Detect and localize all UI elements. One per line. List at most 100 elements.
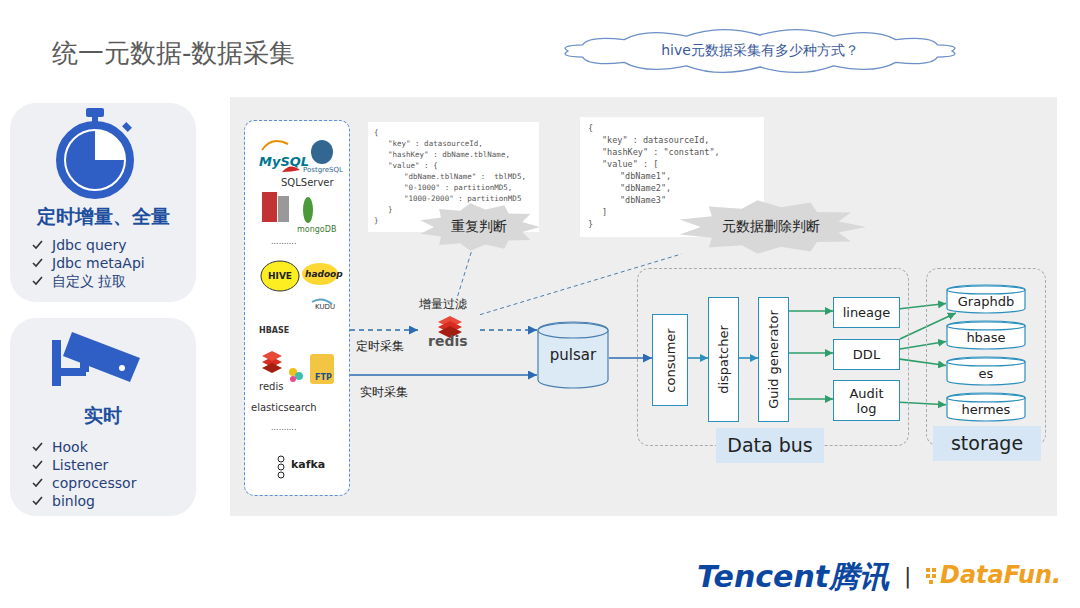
node-text: "hashKey" : "constant",	[602, 147, 720, 157]
node-text: 自定义 拉取	[52, 273, 126, 291]
process-box: Guid generator	[758, 297, 789, 422]
node-text: "0-1000" : partitionMD5,	[404, 183, 512, 192]
process-box: consumer	[652, 314, 688, 406]
node-text: Graphdb	[958, 290, 1014, 309]
node-text: 重复判断	[451, 218, 507, 236]
node-text: ..........	[271, 237, 296, 246]
page-title: 统一元数据-数据采集	[52, 36, 295, 71]
method-panel: 定时增量、全量Jdbc queryJdbc metaApi自定义 拉取	[10, 103, 196, 302]
node-text: lineage	[843, 305, 891, 320]
node-text: HIVE	[268, 271, 292, 281]
storage-cylinder: Graphdb	[946, 285, 1026, 313]
node-text: "1000-2000" : partitionMD5	[404, 194, 521, 203]
connector	[789, 352, 833, 354]
node-text: "key" : datasourceId,	[388, 139, 483, 148]
node-text: "dbName3"	[620, 195, 666, 205]
node-text: es	[979, 362, 994, 381]
burst-outline	[421, 203, 541, 251]
node-text: PostgreSQL	[303, 166, 343, 174]
node-text: mongoDB	[297, 225, 336, 234]
node-text: hive元数据采集有多少种方式？	[661, 42, 859, 60]
source-ground	[245, 121, 349, 495]
cylinder-body	[538, 322, 608, 388]
connector	[480, 254, 681, 315]
footer-logo-text: |	[904, 563, 911, 588]
node-text: Hook	[52, 439, 88, 455]
cylinder-body	[947, 393, 1025, 421]
cylinder-body	[947, 321, 1025, 349]
node-text: FTP	[315, 373, 332, 382]
connector	[350, 374, 537, 376]
edge-label: 实时采集	[360, 384, 408, 401]
stopwatch-icon	[60, 108, 132, 195]
storage-cylinder: es	[946, 357, 1026, 385]
cyl-outline	[947, 394, 1025, 402]
node-text: hermes	[962, 398, 1011, 417]
node-text: "hashKey" : dbName.tblName,	[388, 150, 510, 159]
connector	[350, 329, 418, 331]
node-text: 元数据删除判断	[722, 218, 820, 236]
node-text: Data bus	[716, 428, 824, 463]
node-text: DDL	[853, 347, 880, 362]
group-box: Data busconsumerdispatcherGuid generator…	[637, 268, 909, 446]
connector	[900, 304, 946, 309]
node-text: Guid generator	[766, 310, 781, 409]
node-text: redis	[259, 381, 283, 392]
connector	[688, 357, 708, 359]
node-text: 实时	[10, 403, 196, 429]
cylinder-body	[947, 285, 1025, 313]
node-text: ]	[602, 207, 607, 217]
process-box: dispatcher	[708, 297, 739, 422]
node-text: binlog	[52, 493, 95, 509]
burst-outline	[680, 200, 866, 253]
cyl-outline	[947, 322, 1025, 330]
node-text: "key" : datasourceId,	[602, 135, 709, 145]
connector	[609, 357, 652, 359]
check-mark	[33, 241, 42, 504]
node-text: consumer	[663, 328, 678, 392]
panel-ground	[10, 103, 196, 302]
node-text: dispatcher	[716, 325, 731, 394]
node-text: Audit log	[842, 386, 892, 416]
storage-cylinder: hermes	[946, 393, 1026, 421]
node-text: "value" : {	[388, 161, 438, 170]
node-text: "value" : [	[602, 159, 658, 169]
source-box: MySQLPostgreSQLSQLServermongoDB.........…	[244, 120, 350, 496]
node-text: 增量过滤	[419, 296, 467, 313]
node-text: storage	[933, 426, 1041, 461]
connector	[900, 402, 946, 405]
node-text: HBASE	[259, 326, 289, 335]
group-box: storageGraphdbhbaseeshermes	[926, 268, 1046, 446]
storage-cylinder: hbase	[946, 321, 1026, 349]
connector	[458, 251, 472, 296]
camera-icon	[52, 332, 140, 386]
footer-logo-text: DataFun.	[940, 561, 1061, 589]
node-text: "dbName2",	[620, 183, 671, 193]
edge-label: 定时采集	[356, 338, 404, 355]
node-text: Jdbc query	[52, 237, 126, 253]
method-panel: 实时HookListenercoprocessorbinlog	[10, 318, 196, 516]
connector	[739, 357, 758, 359]
node-text: }	[388, 205, 393, 214]
node-text: KUDU	[315, 303, 335, 311]
node-text: Listener	[52, 457, 108, 473]
node-text: Jdbc metaApi	[52, 255, 145, 271]
redis-filter: 增量过滤redis	[418, 296, 480, 352]
cyl-outline	[947, 286, 1025, 294]
cylinder-body	[947, 357, 1025, 385]
connector	[789, 398, 833, 400]
node-text: hadoop	[305, 269, 343, 279]
process-box: Audit log	[833, 380, 900, 421]
cyl-outline	[947, 358, 1025, 366]
node-text: elasticsearch	[251, 402, 317, 413]
connector	[789, 310, 833, 312]
connector	[900, 342, 946, 350]
node-text: SQLServer	[281, 177, 334, 188]
cyl-outline	[538, 323, 608, 338]
logo-mark	[926, 568, 936, 584]
node-text: {	[374, 128, 379, 137]
callout-cloud: hive元数据采集有多少种方式？	[560, 28, 960, 74]
queue-cylinder: pulsar	[537, 322, 609, 388]
node-text: "dbName1",	[620, 171, 671, 181]
